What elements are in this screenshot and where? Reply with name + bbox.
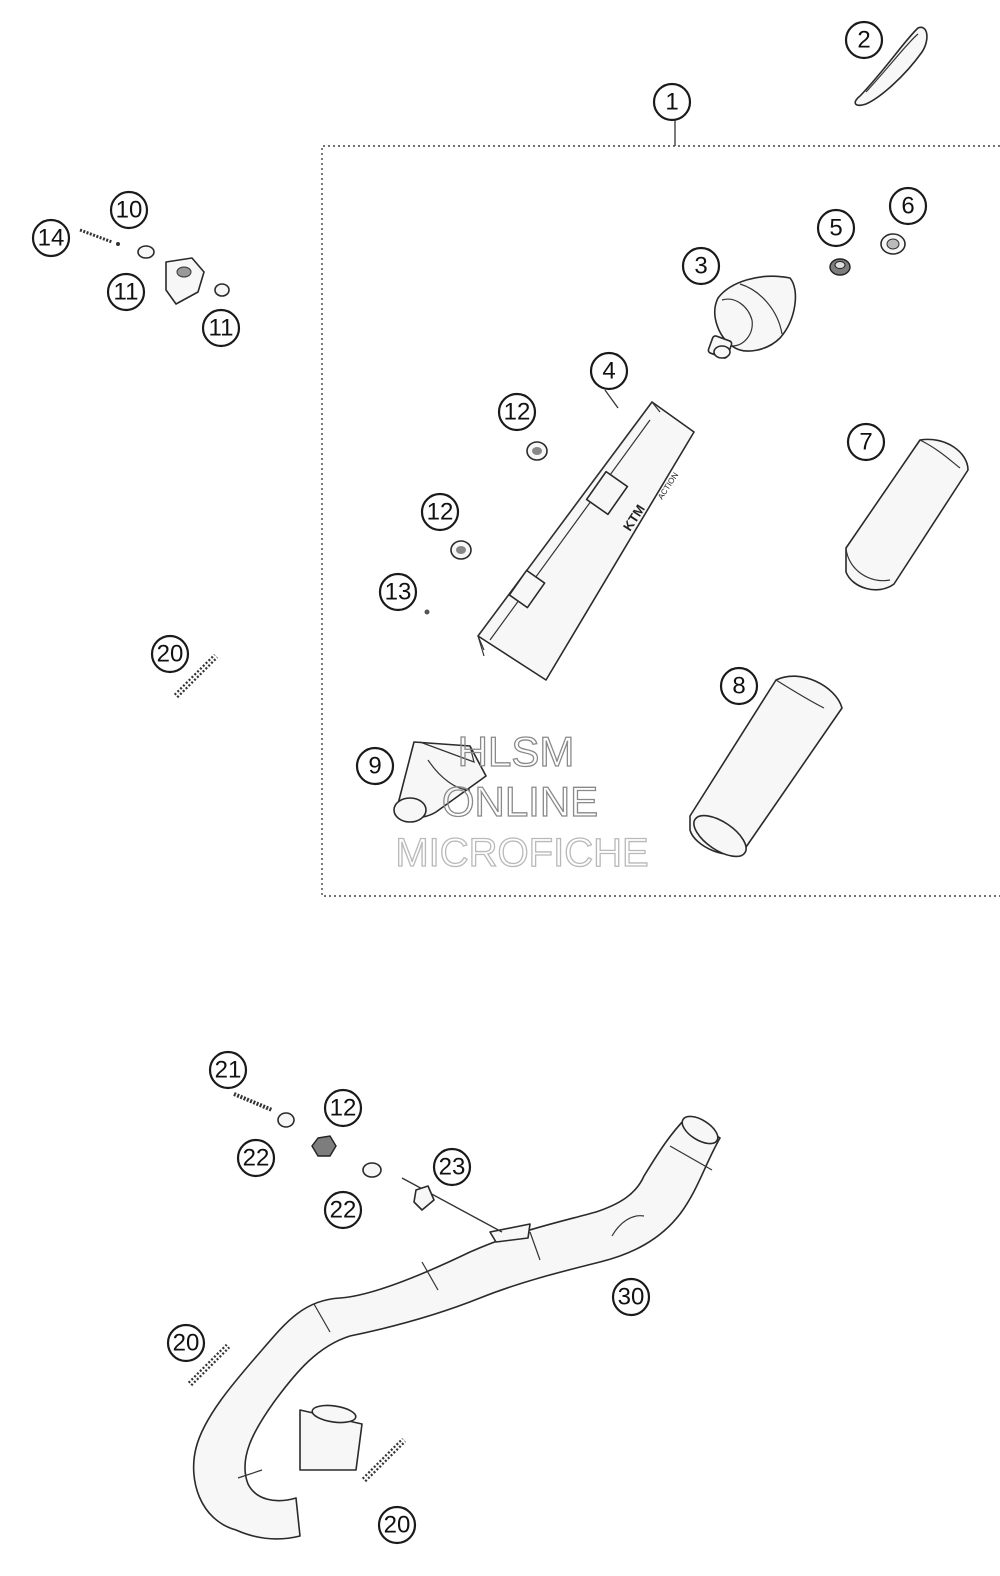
watermark-line-3: MICROFICHE	[395, 831, 648, 875]
header-pipe-part	[192, 1115, 721, 1540]
callout-11: 11	[201, 308, 241, 348]
watermark-line-1: HLSM	[458, 728, 575, 775]
svg-text:8: 8	[732, 673, 745, 700]
callout-12: 12	[323, 1088, 363, 1128]
small-screw-part	[424, 609, 430, 615]
callout-3: 3	[681, 246, 721, 286]
callout-11: 11	[106, 272, 146, 312]
callout-12: 12	[420, 492, 460, 532]
svg-text:20: 20	[173, 1330, 200, 1357]
svg-text:30: 30	[618, 1284, 645, 1311]
end-cap-part	[707, 275, 797, 359]
svg-text:6: 6	[901, 193, 914, 220]
callout-10: 10	[109, 190, 149, 230]
nut-part	[829, 258, 851, 276]
callout-20: 20	[166, 1323, 206, 1363]
callout-2: 2	[844, 20, 884, 60]
svg-text:20: 20	[157, 641, 184, 668]
callout-22: 22	[323, 1190, 363, 1230]
svg-text:2: 2	[857, 27, 870, 54]
callout-14: 14	[31, 218, 71, 258]
svg-text:11: 11	[209, 315, 234, 342]
callout-9: 9	[355, 746, 395, 786]
callout-23: 23	[432, 1147, 472, 1187]
callout-1: 1	[652, 82, 692, 122]
callout-20: 20	[150, 634, 190, 674]
inlet-cone-part	[393, 741, 487, 823]
callout-20: 20	[377, 1505, 417, 1545]
callout-13: 13	[378, 572, 418, 612]
header-mount-hardware	[233, 1092, 435, 1211]
svg-text:12: 12	[427, 499, 454, 526]
insulation-tube-part	[689, 675, 843, 858]
svg-text:4: 4	[602, 358, 615, 385]
silencer-body-part: KTM ACTION	[477, 401, 695, 681]
svg-text:11: 11	[114, 279, 139, 306]
svg-text:21: 21	[215, 1057, 242, 1084]
svg-text:13: 13	[385, 579, 412, 606]
silencer-clamp-assembly	[79, 228, 230, 305]
svg-text:23: 23	[439, 1154, 466, 1181]
gasket-part	[854, 26, 928, 107]
watermark: HLSM ONLINE MICROFICHE	[395, 727, 650, 875]
callout-8: 8	[719, 666, 759, 706]
svg-text:20: 20	[384, 1512, 411, 1539]
callout-22: 22	[236, 1138, 276, 1178]
callout-4: 4	[589, 351, 629, 391]
svg-text:5: 5	[829, 215, 842, 242]
exhaust-spring-part	[173, 653, 219, 699]
svg-text:14: 14	[38, 225, 65, 252]
callout-5: 5	[816, 208, 856, 248]
svg-text:10: 10	[116, 197, 143, 224]
svg-text:12: 12	[504, 399, 531, 426]
callout-21: 21	[208, 1050, 248, 1090]
svg-text:22: 22	[330, 1197, 357, 1224]
assembly-1-outline	[321, 118, 1000, 897]
rubber-bush-part	[526, 441, 548, 461]
callout-7: 7	[846, 422, 886, 462]
exhaust-spring-part	[361, 1437, 407, 1483]
callout-6: 6	[888, 186, 928, 226]
watermark-line-2: ONLINE	[442, 778, 598, 825]
exhaust-spring-part	[187, 1343, 231, 1387]
svg-text:22: 22	[243, 1145, 270, 1172]
svg-text:12: 12	[330, 1095, 357, 1122]
damper-sleeve-part	[845, 438, 969, 591]
callout-30: 30	[611, 1277, 651, 1317]
svg-text:7: 7	[859, 429, 872, 456]
callout-12: 12	[497, 392, 537, 432]
svg-text:3: 3	[694, 253, 707, 280]
rubber-bush-part	[450, 540, 472, 560]
svg-text:9: 9	[368, 753, 381, 780]
svg-text:1: 1	[665, 89, 678, 116]
grommet-part	[880, 233, 906, 255]
